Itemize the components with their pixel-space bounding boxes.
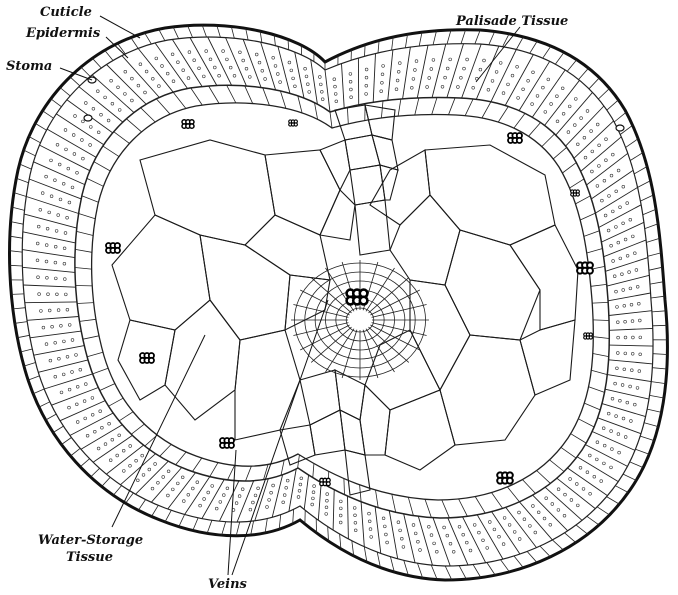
label-water-storage-line2: Tissue	[66, 550, 113, 565]
vein-vessel	[294, 123, 297, 126]
vein-vessel	[587, 268, 593, 274]
label-water-storage-line1: Water-Storage	[38, 533, 143, 548]
vein-vessel	[115, 248, 120, 253]
vein-vessel	[149, 358, 154, 363]
label-stoma: Stoma	[6, 59, 52, 74]
label-cuticle: Cuticle	[40, 5, 92, 20]
vein-vessel	[190, 124, 194, 128]
epidermis-cell-wall	[653, 325, 667, 326]
stoma-pore	[84, 115, 92, 121]
epidermis-cell-wall	[11, 294, 24, 295]
label-epidermis: Epidermis	[25, 26, 101, 41]
vein-vessel	[326, 482, 330, 486]
vein-vessel	[517, 138, 522, 143]
vein-vessel	[589, 336, 592, 339]
label-palisade-tissue: Palisade Tissue	[455, 14, 568, 29]
vein-vessel	[229, 443, 234, 448]
vein-vessel	[576, 193, 579, 196]
vein-vessel	[360, 297, 368, 305]
stoma-pore	[616, 125, 624, 131]
vein-vessel	[507, 478, 513, 484]
label-veins: Veins	[208, 577, 248, 592]
cuticle-outline	[10, 25, 668, 580]
